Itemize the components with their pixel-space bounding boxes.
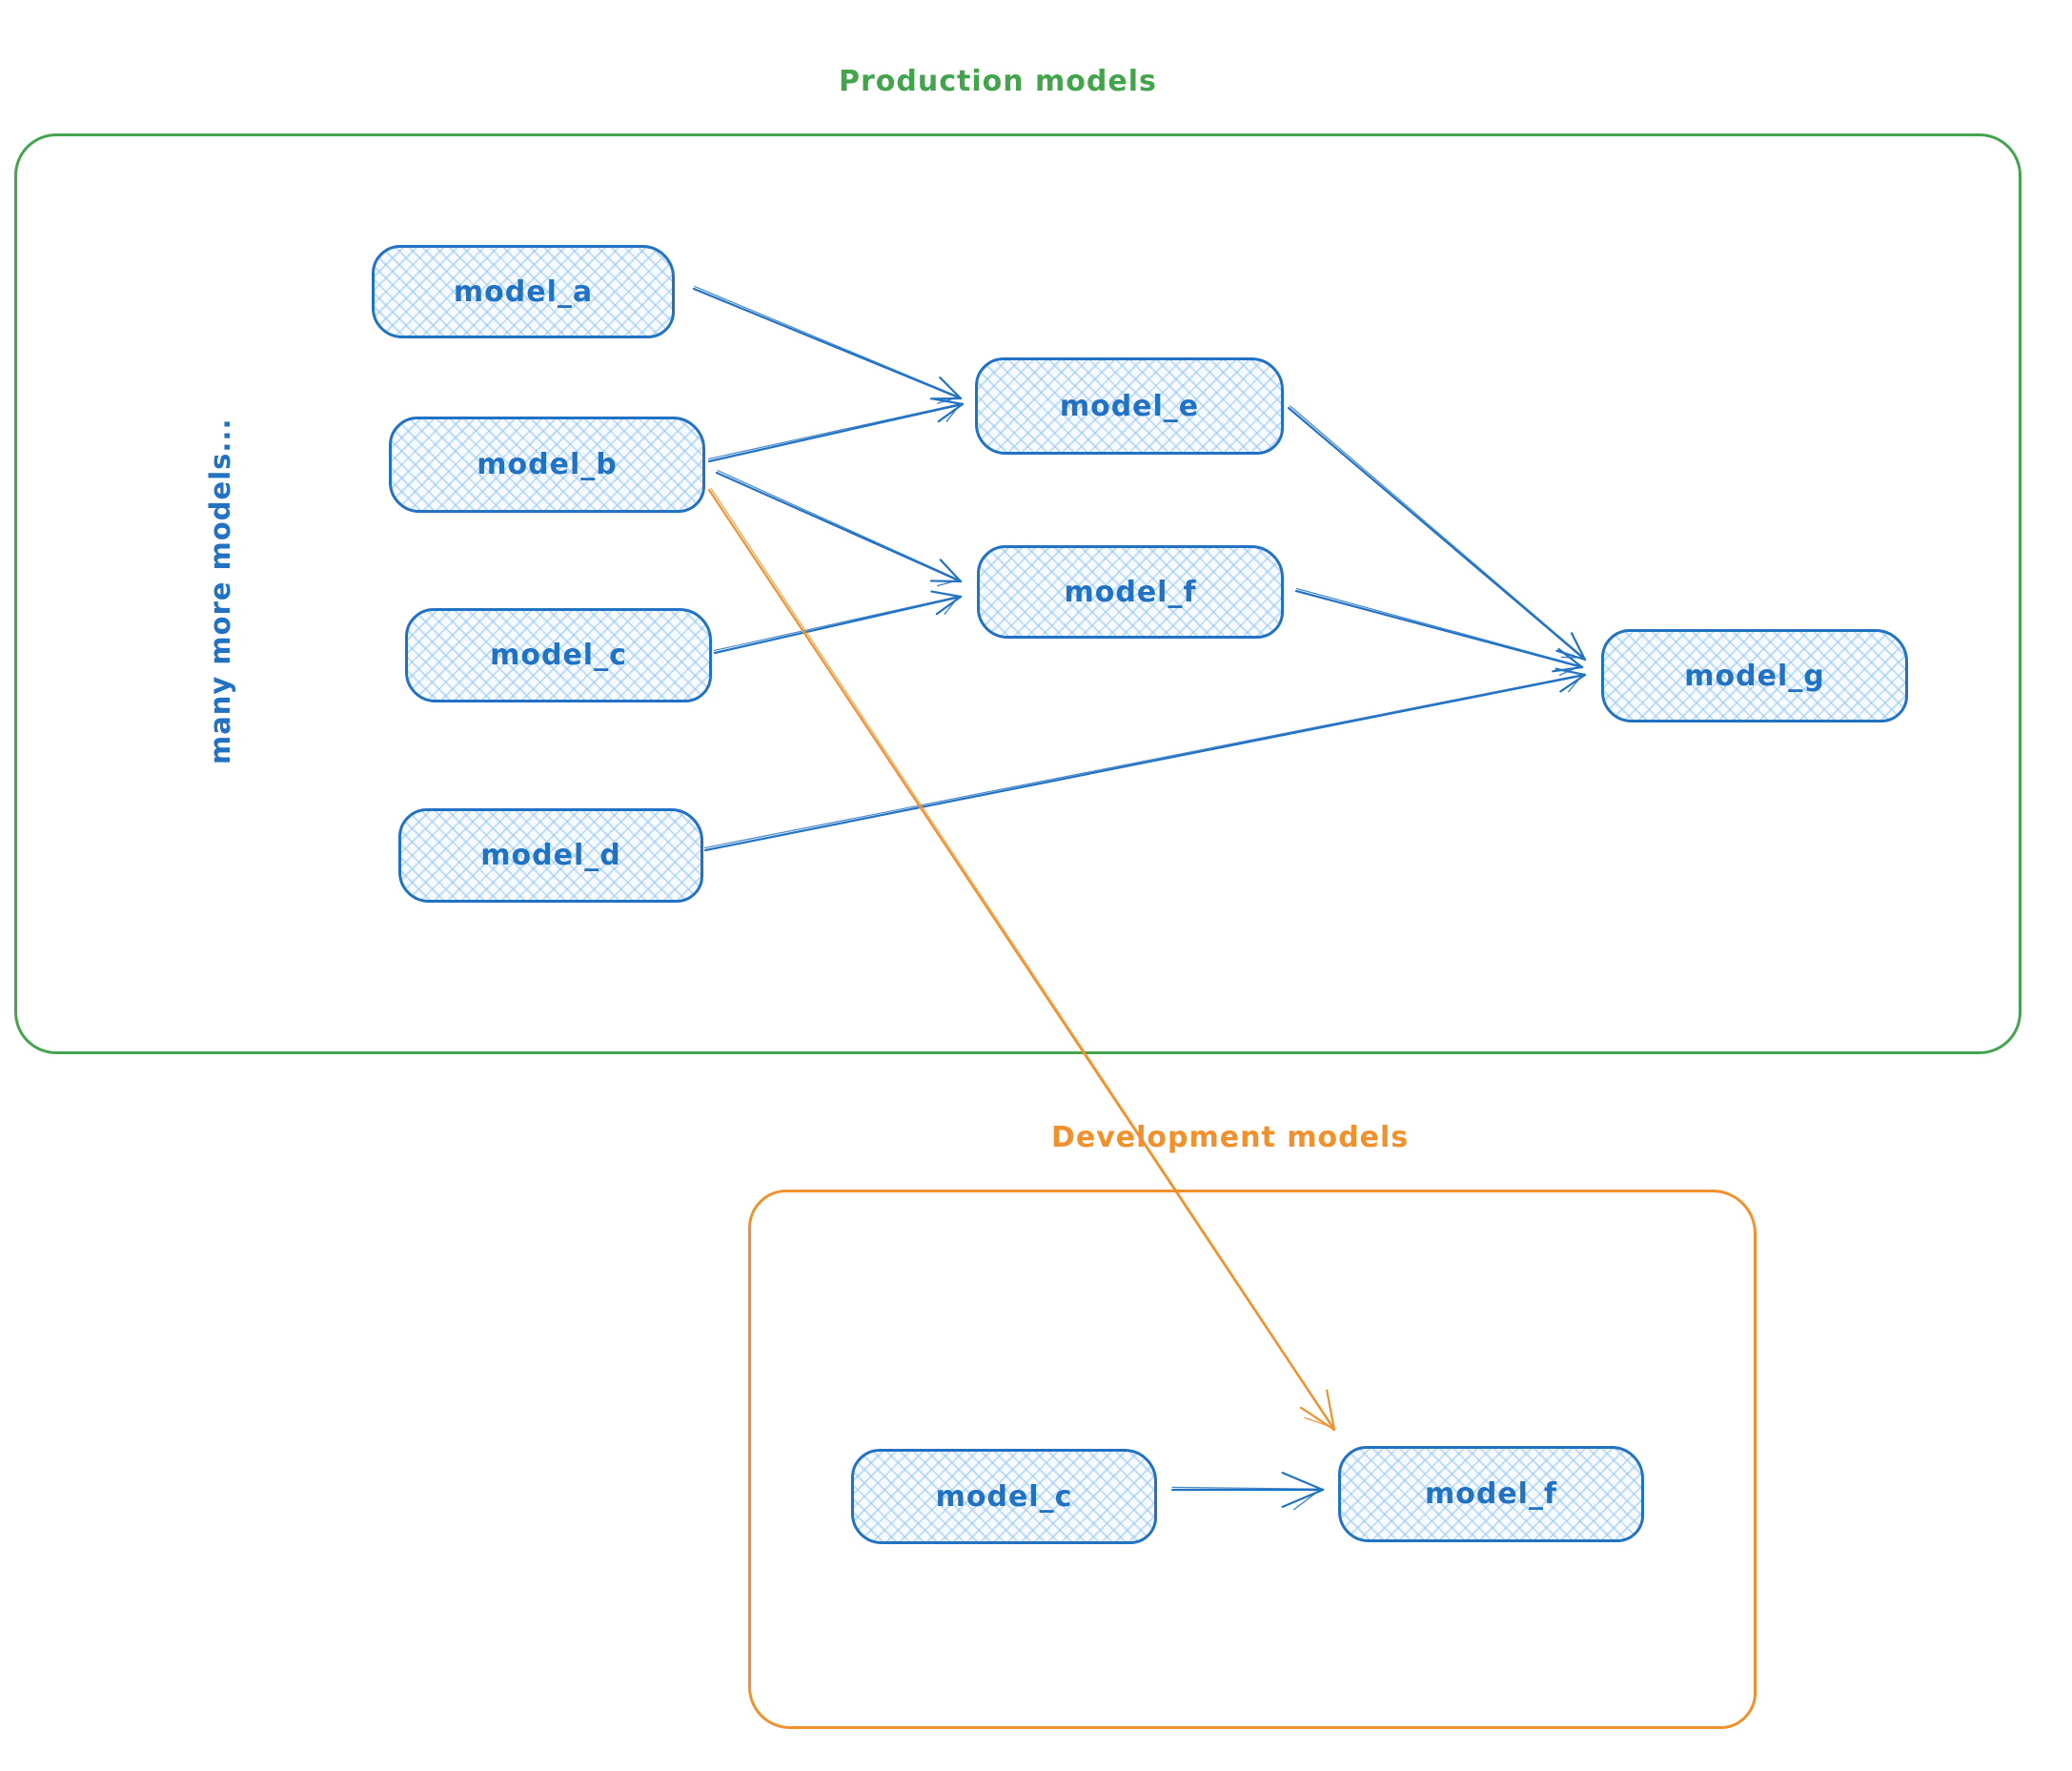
node-production-model_f: model_f [977, 545, 1284, 639]
node-label-model_e: model_e [1059, 389, 1200, 423]
node-production-model_e: model_e [975, 357, 1284, 455]
node-production-model_g: model_g [1601, 629, 1908, 723]
node-label-model_a: model_a [453, 275, 594, 309]
development-group-title: Development models [1051, 1121, 1410, 1154]
node-production-model_c: model_c [405, 608, 712, 702]
node-development-model_f: model_f [1338, 1446, 1644, 1542]
many-more-models-note: many more models... [204, 417, 236, 764]
production-group-title: Production models [839, 65, 1157, 98]
node-label-model_b: model_b [477, 448, 618, 481]
node-development-model_c: model_c [851, 1449, 1157, 1544]
node-label-model_g: model_g [1684, 659, 1825, 693]
node-label-model_c: model_c [490, 639, 627, 672]
node-production-model_d: model_d [398, 808, 703, 903]
node-production-model_b: model_b [389, 417, 705, 513]
node-label-dev-model_c: model_c [935, 1479, 1073, 1514]
node-label-model_f: model_f [1064, 575, 1197, 609]
node-label-dev-model_f: model_f [1424, 1477, 1558, 1511]
node-label-model_d: model_d [480, 839, 621, 872]
node-production-model_a: model_a [372, 245, 675, 338]
